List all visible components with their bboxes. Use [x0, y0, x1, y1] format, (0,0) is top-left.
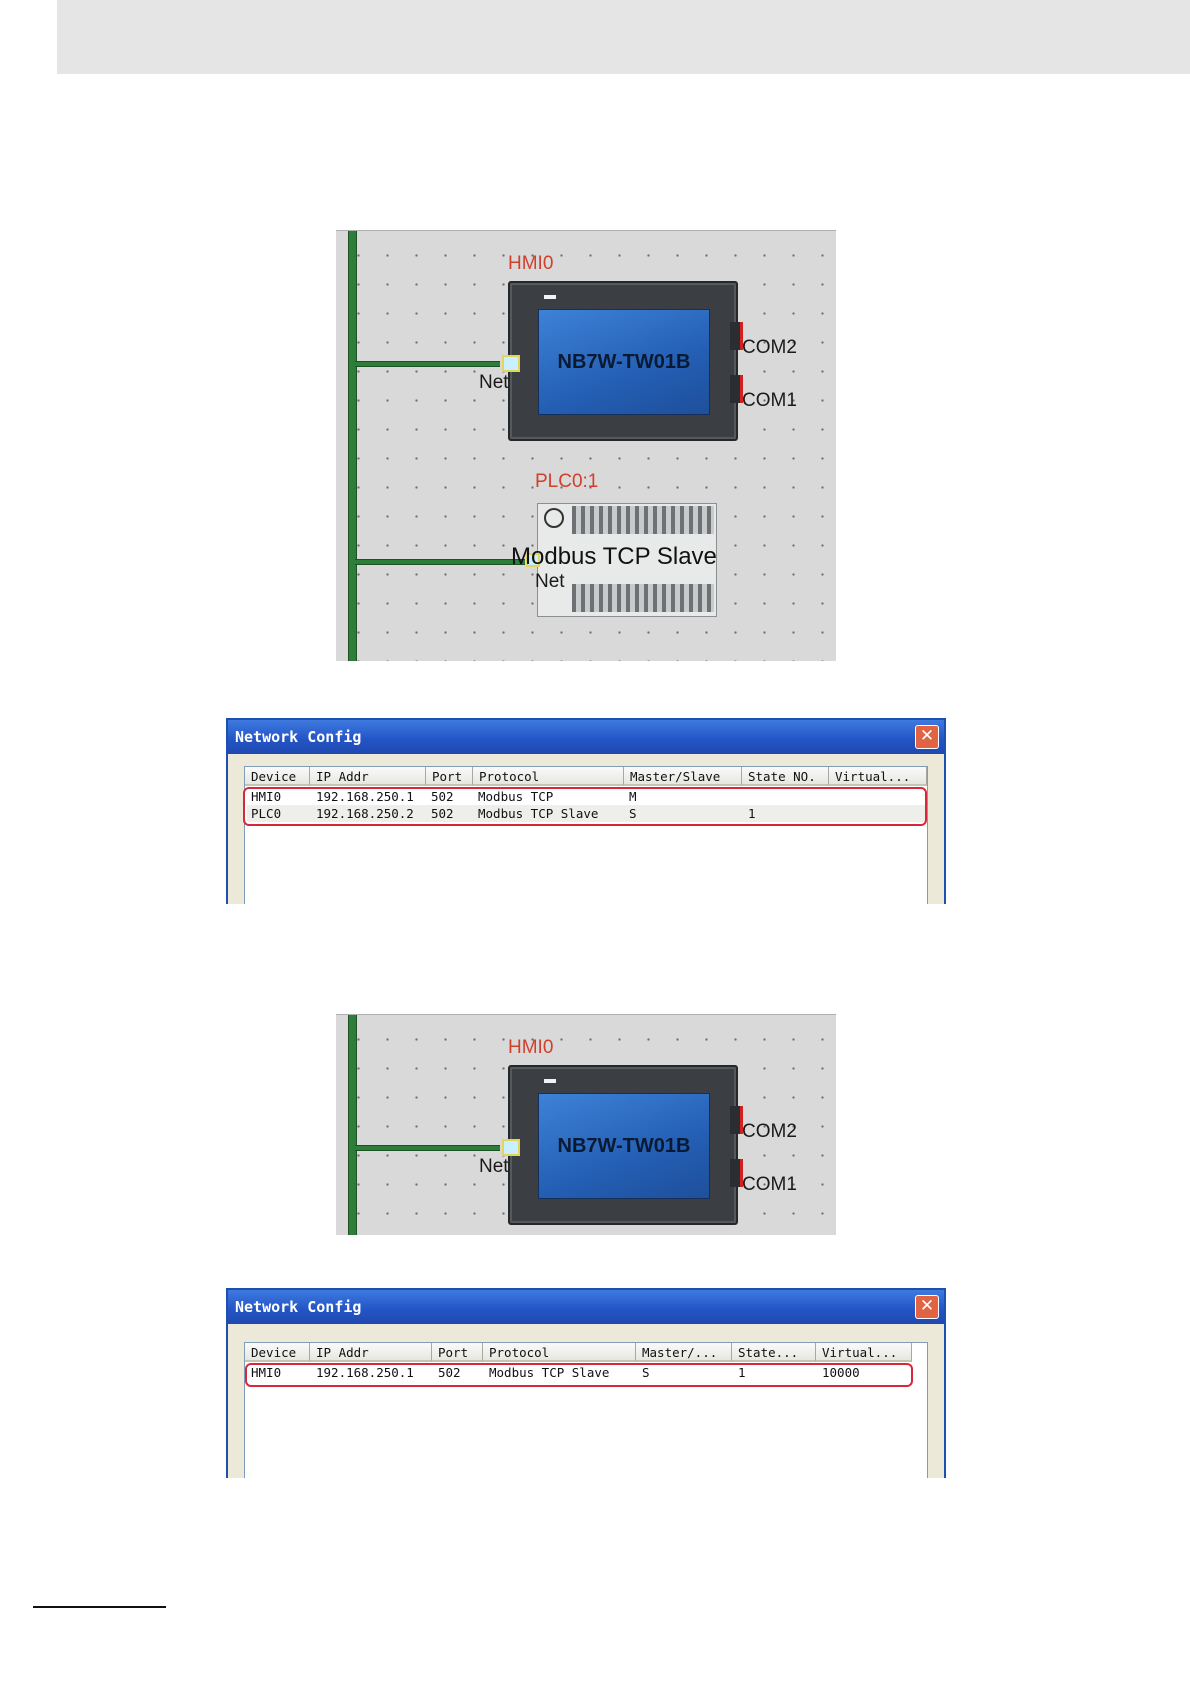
network-diagram-1: HMI0 NB7W-TW01B Net COM2 COM1 PLC0:1 Mod… — [336, 230, 836, 661]
hmi-net-port-label: Net — [479, 372, 509, 393]
hmi-screen: NB7W-TW01B — [538, 1093, 710, 1199]
dialog-body: Device IP Addr Port Protocol Master/... … — [228, 1324, 944, 1478]
cell-ip-addr: 192.168.250.1 — [316, 789, 414, 804]
highlight-box — [243, 787, 927, 826]
table-row[interactable]: HMI0 192.168.250.1 502 Modbus TCP M — [245, 789, 927, 805]
plc-net-port-label: Net — [535, 571, 565, 592]
hmi-device[interactable]: NB7W-TW01B — [508, 281, 738, 441]
column-header-virtual[interactable]: Virtual... — [816, 1343, 912, 1362]
cell-protocol: Modbus TCP Slave — [478, 806, 599, 821]
plc-top-terminals-row2 — [572, 520, 714, 534]
cell-port: 502 — [438, 1365, 461, 1380]
column-header-state[interactable]: State... — [732, 1343, 816, 1362]
plc-bottom-terminals — [572, 584, 714, 598]
footer-rule — [33, 1606, 166, 1608]
plc-net-wire — [355, 559, 525, 565]
plc-net-port[interactable] — [526, 553, 540, 567]
ethernet-bus — [348, 1015, 357, 1235]
plc-top-terminals — [572, 506, 714, 520]
dialog-title-bar: Network Config ✕ — [228, 1290, 944, 1324]
com1-plug-icon — [730, 375, 743, 403]
cell-device: PLC0 — [251, 806, 282, 821]
highlight-box — [245, 1363, 913, 1387]
cell-ip-addr: 192.168.250.1 — [316, 1365, 414, 1380]
dialog-title: Network Config — [235, 728, 362, 746]
column-header-state-no[interactable]: State NO. — [742, 767, 829, 786]
table-row[interactable]: HMI0 192.168.250.1 502 Modbus TCP Slave … — [245, 1365, 912, 1381]
hmi-status-led — [544, 1079, 556, 1083]
cell-port: 502 — [431, 806, 454, 821]
dialog-body: Device IP Addr Port Protocol Master/Slav… — [228, 754, 944, 904]
plc-bottom-terminals-row2 — [572, 598, 714, 612]
cell-virtual: 10000 — [822, 1365, 860, 1380]
column-header-virtual[interactable]: Virtual... — [829, 767, 927, 786]
dialog-title: Network Config — [235, 1298, 362, 1316]
dialog-title-bar: Network Config ✕ — [228, 720, 944, 754]
page-header-band — [57, 0, 1190, 74]
cell-protocol: Modbus TCP Slave — [489, 1365, 610, 1380]
network-config-dialog-1: Network Config ✕ Device IP Addr Port Pro… — [226, 718, 946, 904]
cell-state-no: 1 — [748, 806, 756, 821]
cell-port: 502 — [431, 789, 454, 804]
hmi-net-wire — [355, 1145, 500, 1151]
column-header-port[interactable]: Port — [426, 767, 473, 786]
column-header-protocol[interactable]: Protocol — [483, 1343, 636, 1362]
network-config-list[interactable]: Device IP Addr Port Protocol Master/Slav… — [243, 766, 928, 904]
close-icon[interactable]: ✕ — [915, 1295, 939, 1319]
column-header-master-slave[interactable]: Master/... — [636, 1343, 732, 1362]
hmi-device-label: HMI0 — [508, 1037, 554, 1058]
column-header-protocol[interactable]: Protocol — [473, 767, 624, 786]
com2-port-label: COM2 — [742, 337, 797, 358]
network-config-dialog-2: Network Config ✕ Device IP Addr Port Pro… — [226, 1288, 946, 1478]
com1-port-label: COM1 — [742, 390, 797, 411]
column-header-ip-addr[interactable]: IP Addr — [310, 767, 426, 786]
cell-master-slave: M — [629, 789, 637, 804]
cell-device: HMI0 — [251, 1365, 282, 1380]
hmi-device-label: HMI0 — [508, 253, 554, 274]
com1-plug-icon — [730, 1159, 743, 1187]
com2-plug-icon — [730, 1106, 743, 1134]
close-icon[interactable]: ✕ — [915, 725, 939, 749]
column-header-master-slave[interactable]: Master/Slave — [624, 767, 742, 786]
com2-port-label: COM2 — [742, 1121, 797, 1142]
hmi-status-led — [544, 295, 556, 299]
network-diagram-2: HMI0 NB7W-TW01B Net COM2 COM1 — [336, 1014, 836, 1235]
column-header-ip-addr[interactable]: IP Addr — [310, 1343, 432, 1362]
cell-device: HMI0 — [251, 789, 282, 804]
hmi-net-port[interactable] — [502, 355, 520, 372]
cell-master-slave: S — [629, 806, 637, 821]
plc-device[interactable] — [537, 503, 717, 617]
com1-port-label: COM1 — [742, 1174, 797, 1195]
row-selection-fill — [247, 805, 927, 822]
com2-plug-icon — [730, 322, 743, 350]
hmi-net-wire — [355, 361, 500, 367]
column-header-device[interactable]: Device — [245, 767, 310, 786]
hmi-net-port[interactable] — [502, 1139, 520, 1156]
ethernet-bus — [348, 231, 357, 661]
hmi-model-label: NB7W-TW01B — [557, 1134, 691, 1157]
table-row[interactable]: PLC0 192.168.250.2 502 Modbus TCP Slave … — [245, 806, 927, 822]
column-header-device[interactable]: Device — [245, 1343, 310, 1362]
plc-protocol-label: Modbus TCP Slave — [511, 543, 717, 570]
hmi-screen: NB7W-TW01B — [538, 309, 710, 415]
hmi-net-port-label: Net — [479, 1156, 509, 1177]
cell-master-slave: S — [642, 1365, 650, 1380]
plc-device-label: PLC0:1 — [535, 471, 599, 492]
network-config-list[interactable]: Device IP Addr Port Protocol Master/... … — [244, 1342, 928, 1478]
hmi-model-label: NB7W-TW01B — [557, 350, 691, 373]
cell-ip-addr: 192.168.250.2 — [316, 806, 414, 821]
column-header-port[interactable]: Port — [432, 1343, 483, 1362]
cell-state: 1 — [738, 1365, 746, 1380]
plc-logo-icon — [544, 508, 564, 528]
cell-protocol: Modbus TCP — [478, 789, 554, 804]
hmi-device[interactable]: NB7W-TW01B — [508, 1065, 738, 1225]
